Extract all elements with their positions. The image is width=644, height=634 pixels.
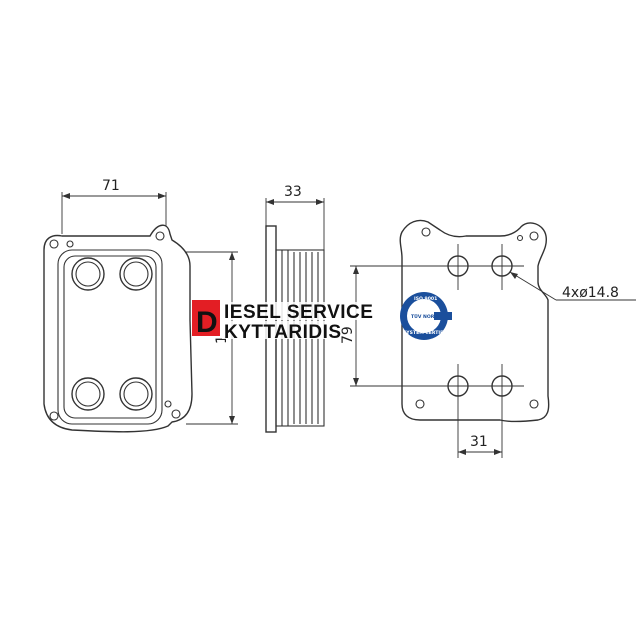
dim-hole-spacing-horizontal-label: 31 bbox=[470, 434, 488, 450]
flange-view-bolt-hole bbox=[529, 399, 539, 409]
dim-width-label: 71 bbox=[102, 178, 120, 194]
front-view-bolt-hole bbox=[49, 239, 59, 249]
front-view-bolt-hole bbox=[66, 240, 74, 248]
seal-text-top: ISO 9001 bbox=[414, 296, 437, 302]
watermark-logo: D IESEL SERVICE KYTTARIDIS bbox=[192, 300, 394, 343]
front-view-bolt-hole bbox=[155, 231, 165, 241]
front-view-port bbox=[71, 377, 105, 411]
seal-text-mid: TÜV NORD bbox=[411, 313, 438, 320]
watermark-line1: IESEL SERVICE bbox=[224, 302, 373, 323]
dim-hole-spacing-vertical-label: 79 bbox=[340, 326, 356, 344]
front-view-gasket-outline bbox=[43, 224, 193, 433]
seal-text-bottom: SYSTEM CERTIFICATION bbox=[403, 330, 464, 336]
side-view: 33 bbox=[265, 184, 325, 433]
front-view-port bbox=[71, 257, 105, 291]
front-view-bolt-hole bbox=[164, 400, 172, 408]
watermark-line2: KYTTARIDIS bbox=[224, 322, 342, 343]
front-view-body-inner bbox=[63, 255, 157, 419]
flange-view-bolt-hole bbox=[415, 399, 425, 409]
flange-view-bolt-hole bbox=[421, 227, 431, 237]
front-view-bolt-hole bbox=[49, 411, 59, 421]
front-view-body bbox=[57, 249, 163, 425]
front-view-bolt-hole bbox=[171, 409, 181, 419]
front-view: 71 1 bbox=[43, 178, 238, 433]
flange-view-bolt-hole bbox=[529, 231, 539, 241]
watermark-initial: D bbox=[196, 306, 218, 339]
dim-holes-label: 4xø14.8 bbox=[562, 285, 619, 301]
flange-view-outline bbox=[399, 219, 550, 423]
dim-height-label: 1 bbox=[214, 335, 230, 344]
certification-seal: ISO 9001 TÜV NORD SYSTEM CERTIFICATION bbox=[400, 292, 464, 340]
watermark-initial-box bbox=[192, 300, 220, 336]
dim-depth-label: 33 bbox=[284, 184, 302, 200]
flange-view-bolt-hole bbox=[516, 234, 524, 242]
front-view-port bbox=[119, 257, 153, 291]
flange-view: 79 31 4xø14.8 bbox=[340, 219, 636, 458]
front-view-port bbox=[119, 377, 153, 411]
